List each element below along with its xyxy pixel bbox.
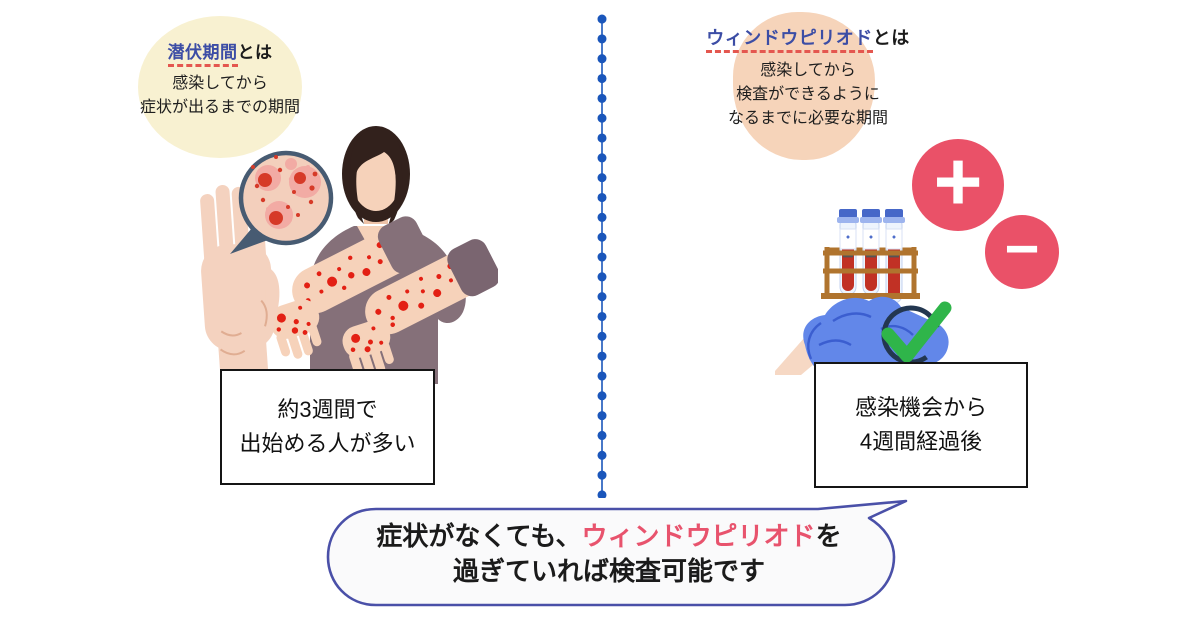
window-period-header: ウィンドウピリオドとは 感染してから 検査ができるように なるまでに必要な期間 <box>695 24 921 131</box>
conclusion-line1-post: を <box>815 521 842 551</box>
rash-hand-right <box>342 320 394 377</box>
incubation-title-suffix: とは <box>237 43 273 62</box>
tube-rack-front <box>821 247 920 299</box>
person-rash-illustration <box>200 126 498 384</box>
window-period-description: 感染してから 検査ができるように なるまでに必要な期間 <box>695 59 921 131</box>
incubation-desc-line2: 症状が出るまでの期間 <box>139 99 300 116</box>
window-desc-line1: 感染してから <box>760 62 856 79</box>
conclusion-speech-bubble: 症状がなくても、ウィンドウピリオドを 過ぎていれば検査可能です <box>320 496 920 614</box>
positive-result-icon: + <box>912 134 1004 231</box>
minus-icon: − <box>1004 214 1040 282</box>
speech-bubble-shape <box>326 499 908 607</box>
incubation-title: 潜伏期間とは <box>104 38 336 67</box>
conclusion-keyword: ウィンドウピリオド <box>581 521 816 551</box>
incubation-desc-line1: 感染してから <box>172 75 268 92</box>
incubation-title-keyword: 潜伏期間 <box>167 43 238 67</box>
rash-arm-right <box>365 239 498 335</box>
window-period-badge-circle <box>733 12 875 160</box>
test-tubes-illustration <box>775 209 952 375</box>
window-desc-line2: 検査ができるように <box>736 86 880 103</box>
incubation-note-box: 約3週間で 出始める人が多い <box>220 369 435 485</box>
stop-hand-icon <box>200 184 280 384</box>
window-period-title-keyword: ウィンドウピリオド <box>706 28 873 53</box>
person-face <box>352 149 400 211</box>
rash-hand-left <box>269 299 322 359</box>
conclusion-line2: 過ぎていれば検査可能です <box>452 556 765 586</box>
incubation-note-line1: 約3週間で <box>277 397 378 422</box>
conclusion-text: 症状がなくても、ウィンドウピリオドを 過ぎていれば検査可能です <box>320 519 898 589</box>
conclusion-line1-pre: 症状がなくても、 <box>376 521 582 551</box>
window-note-line1: 感染機会から <box>854 395 987 420</box>
window-period-title: ウィンドウピリオドとは <box>695 24 921 53</box>
dotted-divider <box>597 14 607 498</box>
negative-result-icon: − <box>985 215 1059 289</box>
rash-arm-left <box>292 216 431 314</box>
magnifier-rash-icon <box>230 150 334 254</box>
test-tube-icons <box>837 209 905 304</box>
incubation-note-line2: 出始める人が多い <box>239 431 416 456</box>
incubation-badge-circle <box>138 16 302 158</box>
incubation-header: 潜伏期間とは 感染してから 症状が出るまでの期間 <box>104 38 336 120</box>
window-note-line2: 4週間経過後 <box>859 429 983 454</box>
window-period-title-suffix: とは <box>872 28 910 48</box>
window-desc-line3: なるまでに必要な期間 <box>727 110 888 127</box>
incubation-description: 感染してから 症状が出るまでの期間 <box>104 72 336 120</box>
window-note-box: 感染機会から 4週間経過後 <box>814 362 1028 488</box>
plus-icon: + <box>933 133 983 228</box>
